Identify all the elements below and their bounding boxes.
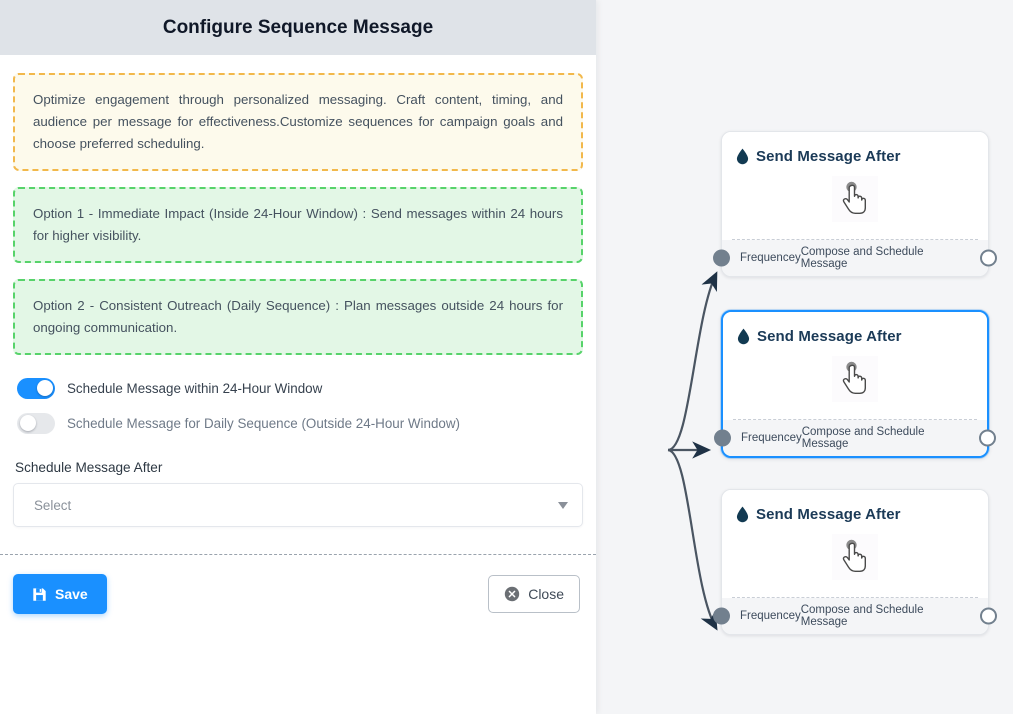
select-value: Select [34, 497, 72, 513]
node-title-label: Send Message After [756, 148, 901, 165]
node-output-port-label: Compose and Schedule Message [800, 604, 924, 628]
node-center-icon-wrap [832, 356, 878, 402]
configure-sequence-panel: Configure Sequence Message Optimize enga… [0, 0, 596, 714]
footer-divider [0, 554, 596, 555]
node-body: Send Message After [722, 490, 988, 597]
node-footer: Frequencey Compose and Schedule Message [714, 420, 996, 456]
save-floppy-icon [33, 587, 46, 601]
node-output-port[interactable] [979, 429, 996, 447]
node-input-port-label: Frequencey [740, 610, 801, 622]
node-title-label: Send Message After [756, 506, 901, 523]
droplet-icon [736, 148, 749, 165]
node-footer: Frequencey Compose and Schedule Message [713, 240, 997, 276]
schedule-message-after-select[interactable]: Select [13, 483, 583, 527]
pointing-hand-cursor-icon [842, 361, 866, 394]
node-divider [732, 239, 978, 240]
pointing-hand-cursor-icon [842, 181, 866, 214]
toggle-switch-daily-sequence[interactable] [17, 412, 55, 434]
node-center-icon-wrap [832, 176, 878, 222]
node-divider [733, 419, 977, 420]
node-send-message-after-3[interactable]: Send Message After Frequencey Compose an… [713, 489, 997, 635]
node-input-port[interactable] [713, 607, 730, 625]
toggle-row-daily-sequence[interactable]: Schedule Message for Daily Sequence (Out… [17, 406, 583, 440]
node-footer: Frequencey Compose and Schedule Message [713, 598, 997, 634]
toggle-switch-within-24h[interactable] [17, 377, 55, 399]
node-input-port[interactable] [713, 249, 730, 267]
node-send-message-after-1[interactable]: Send Message After Frequencey Compose an… [713, 131, 997, 277]
node-send-message-after-2[interactable]: Send Message After Frequencey Compose an… [714, 310, 996, 458]
node-title-row: Send Message After [737, 328, 973, 345]
toggle-knob [36, 380, 53, 396]
node-output-port[interactable] [980, 607, 997, 625]
node-input-port-label: Frequencey [741, 432, 802, 444]
close-circle-icon [505, 586, 520, 602]
info-callout-optimize: Optimize engagement through personalized… [13, 73, 583, 171]
panel-body: Optimize engagement through personalized… [0, 55, 596, 527]
node-title-label: Send Message After [757, 328, 902, 345]
toggle-label-daily-sequence: Schedule Message for Daily Sequence (Out… [67, 415, 460, 431]
node-body: Send Message After [722, 132, 988, 239]
info-callout-option-2: Option 2 - Consistent Outreach (Daily Se… [13, 279, 583, 355]
node-output-port-label: Compose and Schedule Message [800, 246, 924, 270]
panel-footer: Save Close [0, 554, 596, 634]
close-button[interactable]: Close [488, 575, 580, 613]
droplet-icon [736, 506, 749, 523]
toggle-label-within-24h: Schedule Message within 24-Hour Window [67, 380, 323, 396]
info-callout-option-1: Option 1 - Immediate Impact (Inside 24-H… [13, 187, 583, 263]
save-button[interactable]: Save [13, 574, 107, 614]
node-divider [732, 597, 978, 598]
droplet-icon [737, 328, 750, 345]
node-output-port[interactable] [980, 249, 997, 267]
toggle-row-within-24h[interactable]: Schedule Message within 24-Hour Window [17, 371, 583, 405]
pointing-hand-cursor-icon [842, 539, 866, 572]
panel-header: Configure Sequence Message [0, 0, 596, 55]
toggle-knob [19, 415, 36, 431]
close-button-label: Close [528, 586, 564, 602]
node-title-row: Send Message After [736, 506, 974, 523]
node-input-port-label: Frequencey [740, 252, 801, 264]
page-title: Configure Sequence Message [162, 16, 434, 38]
node-title-row: Send Message After [736, 148, 974, 165]
save-button-label: Save [55, 586, 88, 602]
node-center-icon-wrap [832, 534, 878, 580]
node-input-port[interactable] [714, 429, 731, 447]
node-output-port-label: Compose and Schedule Message [801, 426, 925, 450]
node-body: Send Message After [723, 312, 987, 419]
schedule-message-after-label: Schedule Message After [15, 460, 163, 475]
chevron-down-icon [558, 501, 568, 509]
